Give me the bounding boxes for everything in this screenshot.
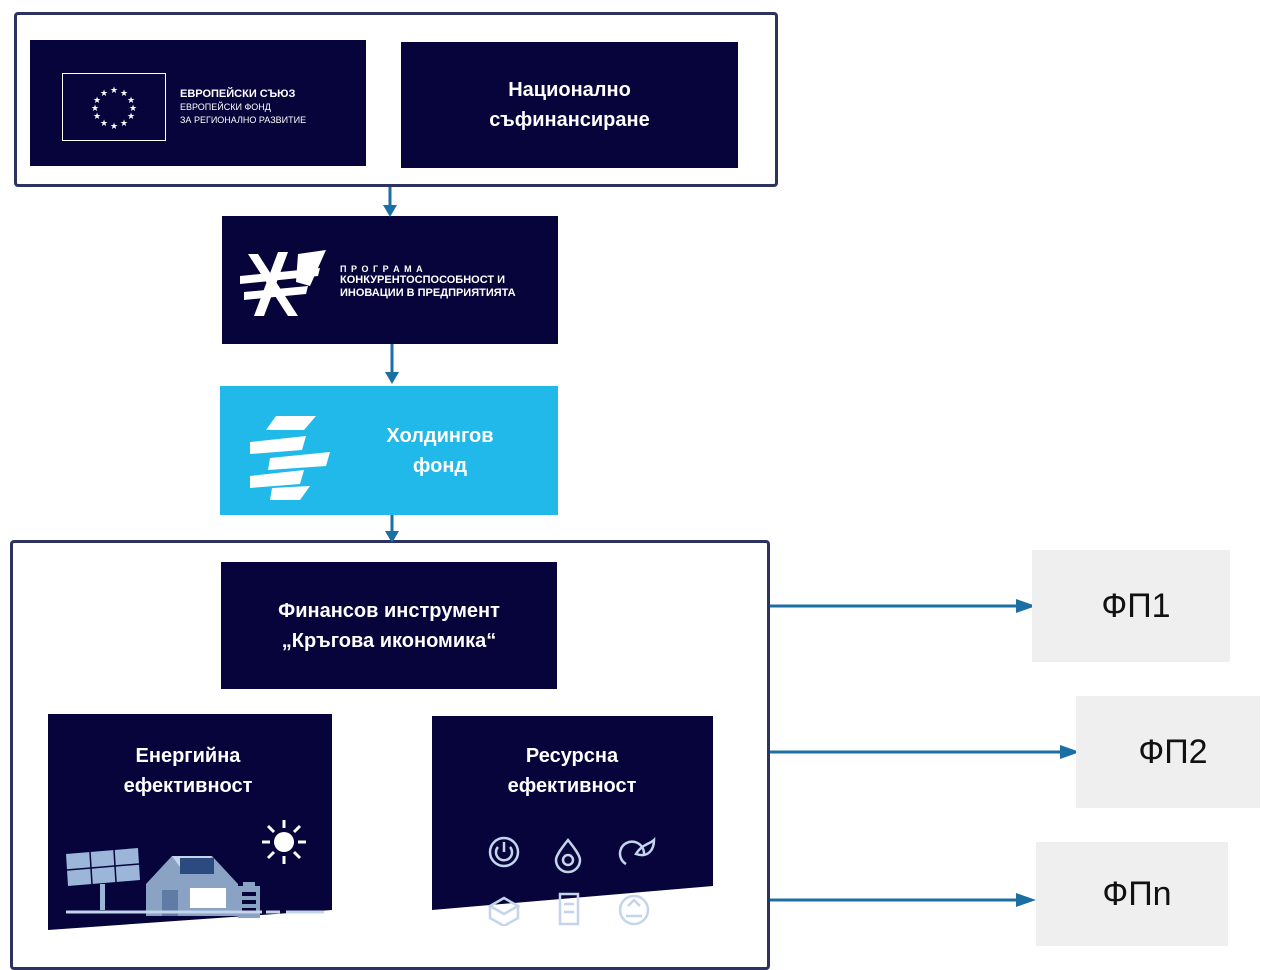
program-box: П Р О Г Р А М А КОНКУРЕНТОСПОСОБНОСТ И И… [222, 216, 558, 344]
svg-text:★: ★ [129, 104, 137, 114]
power-icon [488, 836, 520, 868]
arrow-to-fp1 [770, 599, 1036, 613]
fp1-box: ФП1 [1032, 550, 1230, 662]
holding-fund-label: Холдингов фонд [386, 424, 494, 477]
eu-title: ЕВРОПЕЙСКИ СЪЮЗ [180, 88, 296, 100]
fp2-label: ФП2 [1138, 732, 1208, 771]
fpn-box: ФПn [1036, 842, 1228, 946]
holding-logo-icon [250, 416, 330, 500]
svg-text:★: ★ [100, 119, 108, 129]
program-title-2: ИНОВАЦИИ В ПРЕДПРИЯТИЯТА [340, 287, 516, 299]
svg-text:★: ★ [93, 96, 101, 106]
resource-efficiency-label: Ресурсна ефективност [507, 745, 637, 797]
svg-text:★: ★ [127, 112, 135, 122]
energy-efficiency-panel: Енергийна ефективност [48, 714, 332, 930]
arrow-top-to-program [383, 187, 397, 217]
program-logo-icon [240, 250, 326, 316]
svg-text:★: ★ [110, 122, 118, 132]
eu-flag-icon: ★ ★ ★ ★ ★ ★ ★ ★ ★ ★ ★ ★ [62, 73, 166, 141]
svg-text:★: ★ [127, 96, 135, 106]
fp2-box: ФП2 [1076, 696, 1260, 808]
eu-subtitle-1: ЕВРОПЕЙСКИ ФОНД [180, 102, 271, 112]
eu-fund-box: ★ ★ ★ ★ ★ ★ ★ ★ ★ ★ ★ ★ ЕВРОПЕЙСКИ СЪЮЗ … [30, 40, 366, 166]
arrow-holding-to-instrument [385, 515, 399, 543]
svg-text:★: ★ [120, 89, 128, 99]
resource-panel-background [432, 716, 713, 910]
arrow-to-fpn [770, 893, 1036, 907]
svg-text:★: ★ [93, 112, 101, 122]
arrow-to-fp2 [770, 745, 1080, 759]
svg-text:★: ★ [91, 104, 99, 114]
fp1-label: ФП1 [1101, 586, 1171, 625]
solar-house-icon [66, 820, 324, 918]
holding-fund-box: Холдингов фонд [220, 386, 558, 515]
svg-text:★: ★ [110, 86, 118, 96]
arrow-program-to-holding [385, 344, 399, 384]
national-cofinancing-box: Национално съфинансиране [401, 42, 738, 168]
funding-sources-frame [14, 12, 778, 187]
svg-text:★: ★ [100, 89, 108, 99]
eu-subtitle-2: ЗА РЕГИОНАЛНО РАЗВИТИЕ [180, 115, 307, 125]
svg-text:★: ★ [120, 119, 128, 129]
program-label-small: П Р О Г Р А М А [340, 264, 424, 274]
fpn-label: ФПn [1102, 874, 1172, 913]
resource-efficiency-panel: Ресурсна ефективност [432, 716, 713, 926]
energy-efficiency-label: Енергийна ефективност [123, 745, 253, 797]
financial-instrument-box: Финансов инструмент „Кръгова икономика“ [221, 562, 557, 689]
resource-icons [487, 836, 656, 926]
program-title-1: КОНКУРЕНТОСПОСОБНОСТ И [340, 274, 506, 286]
